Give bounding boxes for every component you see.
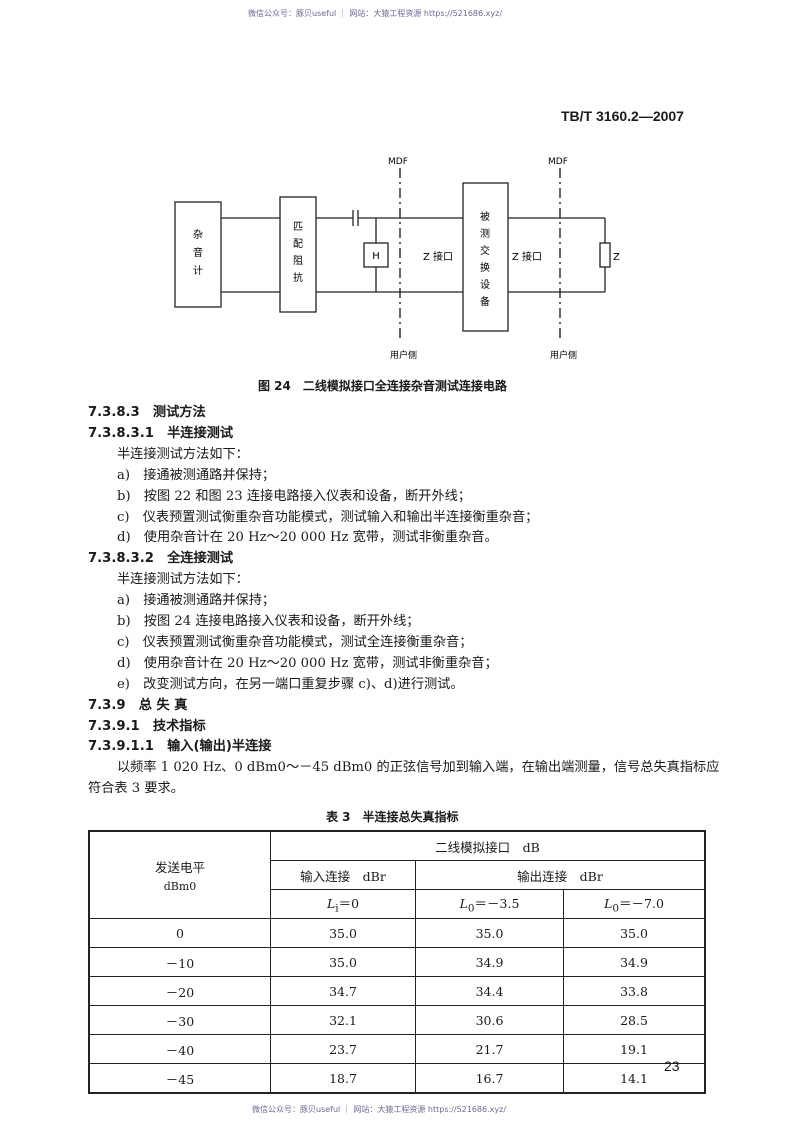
document-number: TB/T 3160.2—2007 <box>561 108 684 124</box>
distortion-value-cell: 33.8 <box>563 976 706 1006</box>
user-side-label-right: 用户侧 <box>550 349 577 361</box>
input-connection-header: 输入连接 dBr <box>270 860 416 890</box>
distortion-value-cell: 28.5 <box>563 1005 706 1035</box>
svg-text:杂音计: 杂音计 <box>193 229 203 277</box>
distortion-value-cell: 34.9 <box>563 947 706 977</box>
distortion-value-cell: 34.4 <box>415 976 564 1006</box>
user-side-label-left: 用户侧 <box>390 349 417 361</box>
body-line: d) 使用杂音计在 20 Hz～20 000 Hz 宽带，测试非衡重杂音； <box>117 655 498 671</box>
lo2-header: L0＝－7.0 <box>563 889 706 919</box>
matching-impedance-box <box>279 196 317 313</box>
page-number: 23 <box>664 1058 680 1074</box>
section-heading: 7.3.9.1.1 输入(输出)半连接 <box>88 739 272 755</box>
send-level-cell: －40 <box>88 1034 271 1064</box>
distortion-value-cell: 35.0 <box>270 918 416 948</box>
body-line: 半连接测试方法如下： <box>117 572 249 588</box>
figure-caption: 图 24 二线模拟接口全连接杂音测试连接电路 <box>258 379 507 393</box>
distortion-value-cell: 14.1 <box>563 1063 706 1094</box>
group-header: 二线模拟接口 dB <box>270 830 706 861</box>
mdf-label-left: MDF <box>388 157 408 167</box>
switch-under-test-label: 被测交换设备 <box>480 210 490 308</box>
distortion-value-cell: 35.0 <box>270 947 416 977</box>
send-level-header: 发送电平 dBm0 <box>88 830 271 919</box>
body-line: b) 按图 24 连接电路接入仪表和设备，断开外线； <box>117 614 420 629</box>
li-header: Li＝0 <box>270 889 416 919</box>
z-interface-label-left: Z 接口 <box>423 250 453 263</box>
mdf-label-right: MDF <box>548 157 568 167</box>
noise-meter-label: 杂音计 <box>193 229 203 277</box>
section-heading: 7.3.9 总 失 真 <box>88 697 188 713</box>
matching-impedance-label: 匹配阻抗 <box>293 222 303 284</box>
send-level-cell: －20 <box>88 976 271 1006</box>
distortion-value-cell: 35.0 <box>563 918 706 948</box>
section-heading: 7.3.8.3 测试方法 <box>88 405 206 420</box>
body-line: 符合表 3 要求。 <box>88 781 184 797</box>
distortion-value-cell: 34.9 <box>415 947 564 977</box>
body-line: c) 仪表预置测试衡重杂音功能模式，测试输入和输出半连接衡重杂音； <box>117 509 539 525</box>
send-level-cell: －30 <box>88 1005 271 1035</box>
z-load-resistor <box>599 242 611 268</box>
section-heading: 7.3.9.1 技术指标 <box>88 718 206 734</box>
svg-text:被测交换设备: 被测交换设备 <box>480 210 490 308</box>
switch-box <box>462 182 509 332</box>
body-line: a) 接通被测通路并保持； <box>117 467 276 483</box>
send-level-cell: －45 <box>88 1063 271 1094</box>
distortion-value-cell: 34.7 <box>270 976 416 1006</box>
body-line: 以频率 1 020 Hz、0 dBm0～－45 dBm0 的正弦信号加到输入端，… <box>117 760 720 776</box>
body-line: d) 使用杂音计在 20 Hz～20 000 Hz 宽带，测试非衡重杂音。 <box>117 530 498 546</box>
h-label: H <box>372 251 380 262</box>
distortion-value-cell: 23.7 <box>270 1034 416 1064</box>
z-load-label: Z <box>613 252 620 263</box>
distortion-value-cell: 30.6 <box>415 1005 564 1035</box>
distortion-value-cell: 32.1 <box>270 1005 416 1035</box>
table-caption: 表 3 半连接总失真指标 <box>326 810 459 824</box>
circuit-diagram: MDF MDF 用户侧 用户侧 H Z 接口 Z 接口 Z 杂音计 匹配阻抗 被… <box>174 157 620 361</box>
send-level-cell: －10 <box>88 947 271 977</box>
body-line: a) 接通被测通路并保持； <box>117 593 276 609</box>
distortion-value-cell: 18.7 <box>270 1063 416 1094</box>
lo1-header: L0＝－3.5 <box>415 889 564 919</box>
body-line: 半连接测试方法如下： <box>117 446 249 462</box>
z-interface-label-right: Z 接口 <box>512 250 542 263</box>
distortion-value-cell: 35.0 <box>415 918 564 948</box>
svg-text:匹配阻抗: 匹配阻抗 <box>293 222 303 284</box>
distortion-table: 发送电平 dBm0 二线模拟接口 dB 输入连接 dBr 输出连接 dBr Li… <box>88 830 706 1094</box>
body-line: e) 改变测试方向，在另一端口重复步骤 c)、d)进行测试。 <box>117 676 464 692</box>
send-level-cell: 0 <box>88 918 271 948</box>
section-heading: 7.3.8.3.1 半连接测试 <box>88 425 234 441</box>
distortion-value-cell: 19.1 <box>563 1034 706 1064</box>
bottom-watermark: 微信公众号：豚贝useful ｜ 网站：大猿工程资源 https://52168… <box>252 1105 507 1114</box>
distortion-value-cell: 21.7 <box>415 1034 564 1064</box>
section-heading: 7.3.8.3.2 全连接测试 <box>88 551 234 567</box>
distortion-value-cell: 16.7 <box>415 1063 564 1094</box>
body-line: b) 按图 22 和图 23 连接电路接入仪表和设备，断开外线； <box>117 488 472 504</box>
top-watermark: 微信公众号：豚贝useful ｜ 网站：大猿工程资源 https://52168… <box>248 9 503 18</box>
noise-meter-box <box>174 201 222 308</box>
body-line: c) 仪表预置测试衡重杂音功能模式，测试全连接衡重杂音； <box>117 634 473 650</box>
output-connection-header: 输出连接 dBr <box>415 860 706 890</box>
